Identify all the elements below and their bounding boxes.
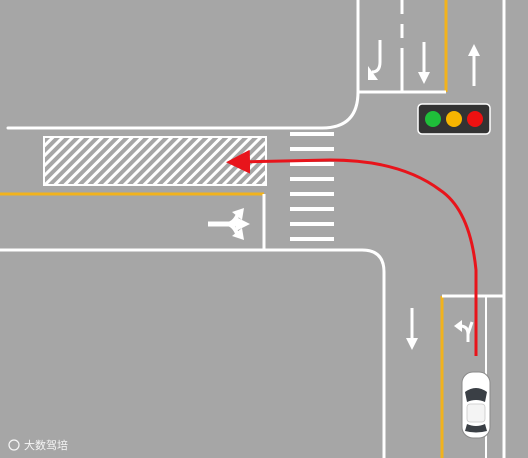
car-roof (466, 403, 486, 423)
left-turn-arrow-west-road (208, 208, 250, 240)
curb-south-west (0, 248, 386, 458)
left-turn-path (226, 149, 478, 356)
traffic-light-green-lamp (425, 111, 441, 127)
car (461, 371, 491, 439)
lane-arrows (208, 40, 480, 350)
turn-left-uturn-arrow-north-road (368, 40, 382, 80)
car-rear-window (465, 424, 487, 433)
hatched-box (43, 136, 267, 186)
road-edges (0, 0, 506, 458)
straight-arrow-north-road-up (468, 44, 480, 86)
car-windshield (465, 388, 487, 402)
traffic-light-red-lamp (467, 111, 483, 127)
traffic-light-yellow-lamp (446, 111, 462, 127)
watermark-logo-icon (8, 439, 20, 451)
watermark-text: 大数驾培 (24, 438, 68, 452)
straight-arrow-north-road-down (418, 42, 430, 84)
left-turn-arrow-south-road (454, 320, 474, 342)
straight-arrow-south-road-down (406, 308, 418, 350)
watermark: 大数驾培 (8, 438, 68, 452)
traffic-light (417, 103, 491, 135)
crosswalk (290, 132, 334, 241)
curb-north-west (6, 0, 360, 130)
center-lines (0, 0, 448, 458)
